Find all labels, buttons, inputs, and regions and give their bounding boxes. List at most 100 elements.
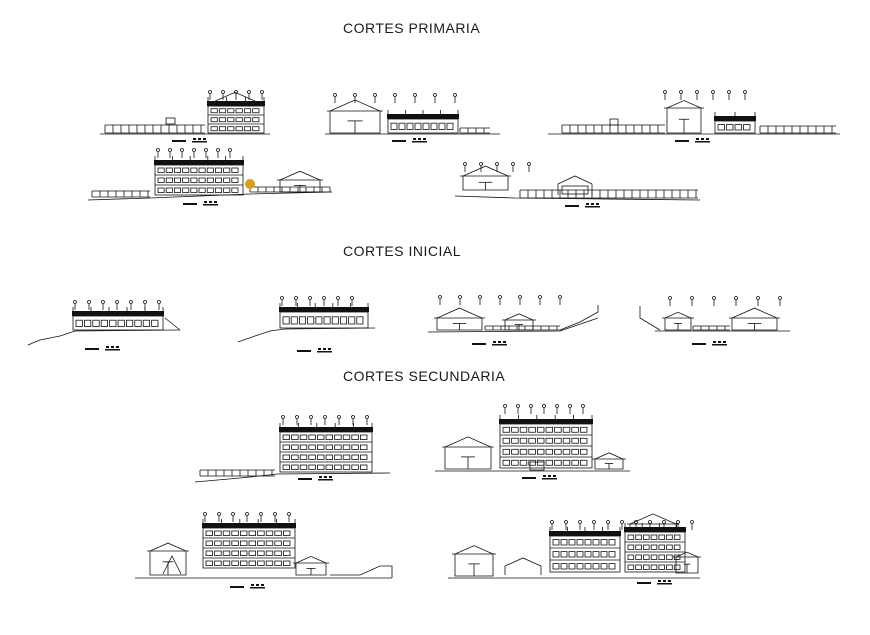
drawing-linework [552,539,560,546]
drawing-linework [594,452,624,470]
drawing-linework [337,415,341,419]
drawing-linework [279,427,373,432]
drawing-linework [717,124,725,131]
drawing-linework [503,404,507,408]
drawing-linework [209,201,212,203]
drawing-linework [231,560,239,566]
drawing-linework [210,108,218,114]
drawing-linework [165,117,176,125]
drawing-linework [568,551,576,558]
drawing-linework [548,475,551,477]
drawing-linework [105,349,120,351]
drawing-linework [627,554,635,560]
drawing-linework [545,426,553,433]
drawing-linework [250,587,265,589]
drawing-linework [334,444,342,450]
drawing-linework [538,295,542,299]
drawing-linework [635,554,642,560]
drawing-linework [27,329,181,346]
drawing-linework [584,551,592,558]
drawing-linework [214,201,217,203]
drawing-linework [274,550,282,556]
drawing-linework [235,117,243,123]
drawing-linework [291,444,299,450]
drawing-linework [206,167,214,173]
drawing-linework [734,296,738,300]
drawing-linework [554,448,562,455]
drawing-linework [316,444,325,450]
drawing-linework [308,464,316,470]
drawing-linework [282,464,290,470]
drawing-linework [657,583,672,585]
drawing-linework [231,167,239,173]
drawing-linework [663,580,666,582]
section-secundaria-4 [448,513,701,585]
drawing-linework [511,162,515,166]
drawing-linework [552,551,560,558]
drawing-linework [600,539,608,546]
drawing-linework [243,108,252,114]
drawing-linework [173,187,181,193]
drawing-linework [323,415,327,419]
drawing-linework [223,187,231,193]
drawing-linework [351,454,359,460]
drawing-linework [635,544,642,550]
drawing-linework [126,319,134,327]
drawing-linework [282,550,291,556]
drawing-linework [511,437,519,444]
drawing-linework [282,530,291,536]
drawing-linework [624,527,686,532]
drawing-linework [325,464,333,470]
drawing-linework [336,296,340,300]
drawing-linework [675,140,689,142]
drawing-linework [676,520,680,524]
drawing-linework [334,464,342,470]
drawing-linework [308,444,316,450]
drawing-linework [239,550,248,556]
drawing-linework [727,90,731,94]
drawing-linework [418,138,421,140]
drawing-linework [318,479,333,481]
drawing-linework [180,148,184,152]
drawing-linework [519,448,528,455]
drawing-linework [529,404,533,408]
drawing-linework [723,341,726,343]
drawing-linework [545,437,553,444]
drawing-linework [351,464,359,470]
drawing-linework [571,448,579,455]
drawing-linework [205,530,213,536]
drawing-linework [322,296,326,300]
drawing-linework [282,444,290,450]
drawing-linework [72,311,164,316]
drawing-linework [712,296,716,300]
drawing-linework [257,540,265,546]
drawing-linework [282,540,291,546]
drawing-linework [87,191,333,201]
drawing-linework [325,434,333,440]
tree-symbol [245,179,255,189]
drawing-linework [75,319,83,327]
drawing-linework [257,530,265,536]
drawing-linework [549,531,621,536]
drawing-linework [308,454,316,460]
drawing-linework [281,415,285,419]
drawing-linework [348,316,356,325]
drawing-linework [608,551,616,558]
drawing-linework [666,544,673,550]
drawing-linework [502,448,510,455]
drawing-linework [586,203,589,205]
drawing-linework [528,459,536,466]
drawing-linework [231,187,239,193]
drawing-linework [214,167,222,173]
drawing-linework [658,580,661,582]
drawing-linework [406,122,414,130]
drawing-linework [502,459,510,466]
drawing-linework [198,138,201,140]
drawing-linework [234,90,238,94]
drawing-linework [212,91,258,107]
drawing-linework [206,187,214,193]
drawing-linework [208,90,212,94]
drawing-linework [592,539,600,546]
drawing-linework [629,513,677,533]
drawing-linework [528,426,536,433]
